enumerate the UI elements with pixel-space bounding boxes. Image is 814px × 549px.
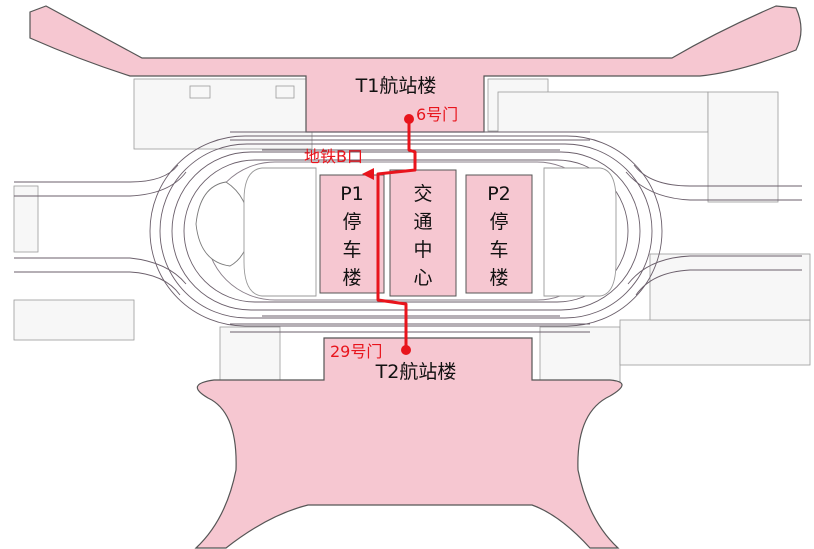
gate-29-marker [401, 345, 411, 355]
p2-label-line-3: 车 [489, 239, 508, 261]
tc-label-line-4: 心 [413, 267, 432, 289]
road-network [14, 131, 802, 333]
p1-label-line-1: P1 [340, 183, 364, 205]
p2-parking-building [465, 174, 533, 294]
t1-terminal-building [29, 5, 802, 133]
p1-parking-building [319, 174, 385, 294]
p1-label-line-4: 楼 [342, 267, 361, 289]
t2-label: T2航站楼 [375, 361, 457, 383]
p2-label-line-2: 停 [489, 211, 508, 233]
tc-label-line-1: 交 [413, 183, 432, 205]
terminal-buildings [29, 5, 802, 549]
transport-center-building [389, 169, 457, 297]
tc-label-line-3: 中 [413, 239, 432, 261]
route-path [376, 117, 417, 352]
p1-label-line-2: 停 [342, 211, 361, 233]
route-markers [362, 114, 414, 355]
walking-route [376, 117, 417, 352]
p2-label-line-4: 楼 [489, 267, 508, 289]
gate-6-marker [404, 114, 414, 124]
t2-terminal-building [194, 337, 623, 549]
p1-label-line-3: 车 [342, 239, 361, 261]
gate-29-label: 29号门 [330, 342, 382, 361]
metro-exit-label: 地铁B口 [304, 147, 363, 166]
gate-6-label: 6号门 [416, 105, 458, 124]
route-labels: 6号门 地铁B口 29号门 [304, 105, 458, 361]
building-labels: T1航站楼 T2航站楼 P1 停 车 楼 交 通 中 心 P2 停 车 楼 [340, 75, 511, 383]
t1-label: T1航站楼 [355, 75, 437, 97]
p2-label-line-1: P2 [487, 183, 511, 205]
tc-label-line-2: 通 [413, 211, 432, 233]
central-buildings [319, 169, 533, 297]
metro-exit-arrow-icon [362, 168, 374, 180]
ground-structures [13, 78, 811, 388]
